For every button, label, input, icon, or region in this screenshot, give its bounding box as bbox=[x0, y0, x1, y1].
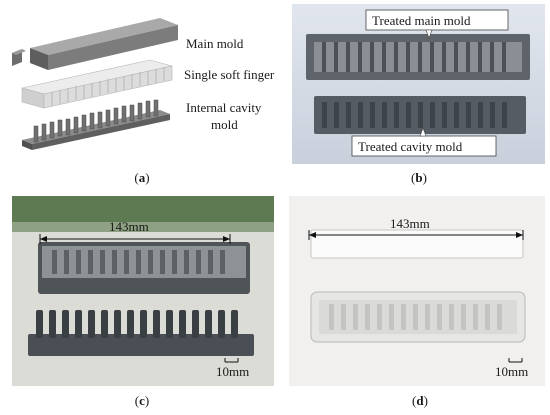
panel-a: Main mold Single soft finger Internal ca… bbox=[0, 0, 280, 168]
length-label: 143mm bbox=[390, 216, 430, 231]
cavity-mold-photo bbox=[28, 310, 254, 356]
panel-a-exploded-mold-illustration bbox=[12, 18, 178, 150]
soft-finger-strip bbox=[310, 229, 524, 259]
scale-bar bbox=[508, 358, 523, 363]
scale-label: 10mm bbox=[495, 364, 529, 379]
soft-finger-body bbox=[21, 59, 173, 109]
panel-d-photo-soft-finger bbox=[289, 196, 545, 386]
cavity-mold-model bbox=[22, 99, 170, 150]
treated-main-mold-callout bbox=[365, 9, 509, 31]
panel-c-photo-mold-assembly bbox=[12, 196, 274, 386]
internal-cavity-label-line2: mold bbox=[211, 117, 238, 132]
main-mold-side bbox=[48, 25, 178, 70]
treated-main-mold-label: Treated main mold bbox=[372, 13, 471, 28]
scale-label: 10mm bbox=[216, 364, 250, 379]
treated-main-mold-photo bbox=[306, 34, 530, 80]
panel-b: Treated main mold Treated cavity mold bbox=[292, 4, 545, 164]
panel-c-caption: (c) bbox=[134, 393, 150, 408]
panel-a-caption: (a) bbox=[134, 170, 150, 185]
treated-cavity-mold-label: Treated cavity mold bbox=[358, 139, 463, 154]
panel-b-photo-treated-molds bbox=[292, 4, 545, 164]
main-mold-top bbox=[30, 18, 178, 55]
single-soft-finger-label: Single soft finger bbox=[184, 67, 275, 82]
treated-cavity-mold-photo bbox=[314, 96, 526, 134]
length-label: 143mm bbox=[109, 219, 149, 234]
assembled-mold-photo bbox=[38, 242, 250, 294]
panel-b-caption: (b) bbox=[411, 170, 427, 185]
panel-d-caption: (d) bbox=[412, 393, 428, 408]
panel-c: 143mm 10mm bbox=[12, 196, 274, 386]
internal-cavity-label: Internal cavity bbox=[186, 100, 262, 115]
scale-bar bbox=[224, 358, 239, 363]
soft-finger-photo bbox=[310, 291, 526, 343]
main-mold-label: Main mold bbox=[186, 36, 244, 51]
panel-d: 143mm 10mm bbox=[289, 196, 545, 386]
